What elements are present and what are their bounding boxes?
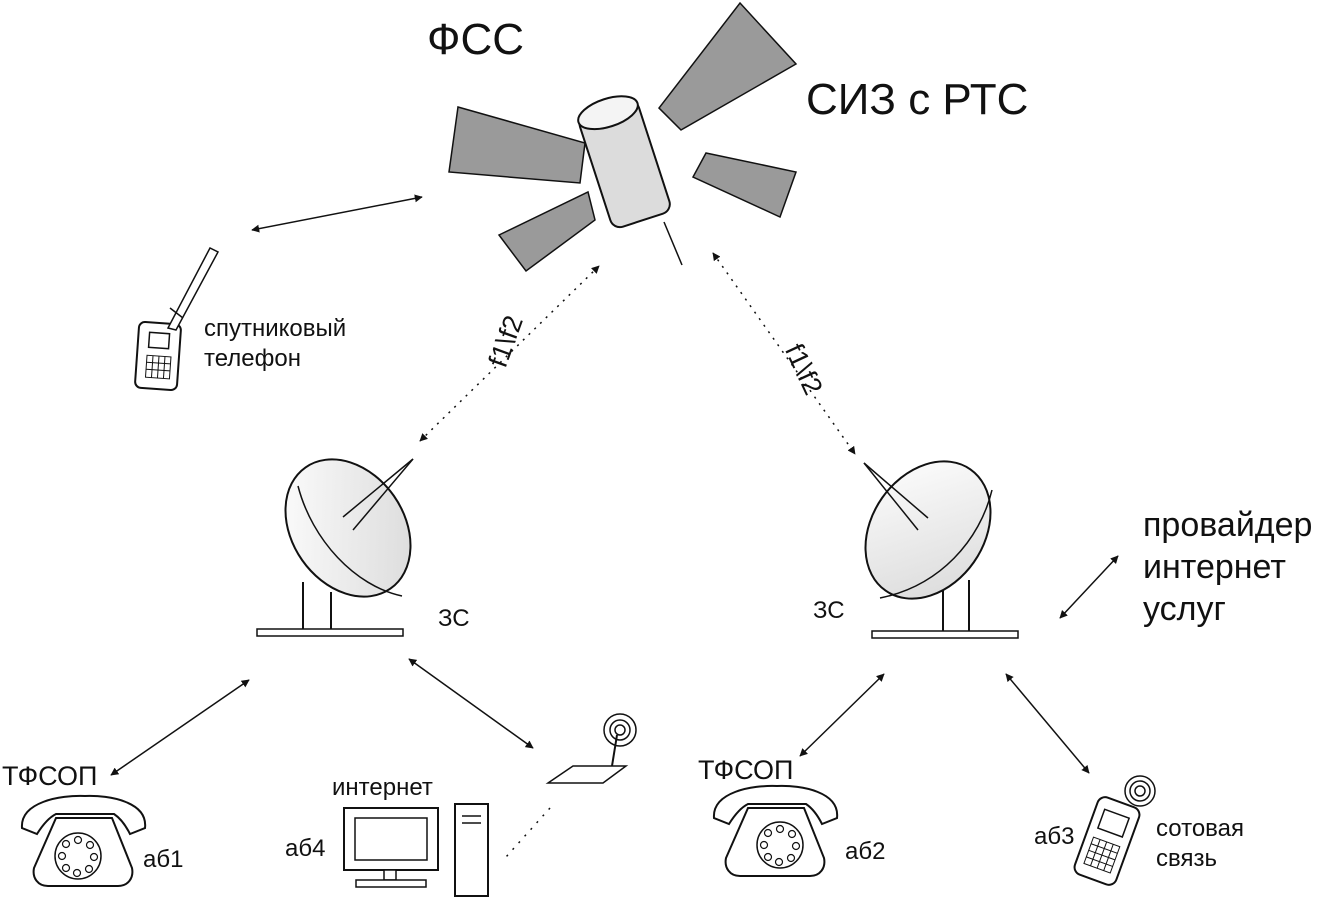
satellite-dish-icon: [863, 460, 1019, 639]
link-satphone-satellite: [251, 194, 423, 233]
solar-panel-left: [448, 106, 586, 184]
internet-label: интернет: [332, 774, 433, 801]
rotary-telephone-icon: [712, 784, 839, 877]
system-unit: [454, 803, 489, 897]
sat-phone-label: спутниковый телефон: [204, 315, 347, 372]
cellular-label: сотовая связь: [1156, 815, 1244, 872]
rotary-telephone-icon: [20, 794, 147, 887]
tfsop-left-label: ТФСОП: [2, 761, 98, 791]
tfsop-right-label: ТФСОП: [698, 755, 794, 785]
wireless-antenna-icon: [545, 713, 637, 784]
solar-panel-right: [691, 152, 797, 219]
dish-base-right: [871, 630, 1019, 639]
ab2-label: аб2: [845, 838, 886, 865]
radio-link-left: [419, 265, 600, 442]
satellite-dish-icon: [256, 458, 414, 637]
dish-base-left: [256, 628, 404, 637]
provider-label: провайдер интернет услуг: [1143, 506, 1313, 628]
link-provider-es: [1059, 555, 1119, 619]
fss-label: ФСС: [427, 15, 525, 64]
satellite-body: [577, 95, 671, 229]
monitor-screen: [354, 817, 428, 861]
mobile-phone-icon: [1073, 775, 1156, 886]
satellite-phone-icon: [134, 247, 220, 391]
ab4-label: аб4: [285, 835, 326, 862]
link-es-wireless: [408, 658, 534, 749]
siz-label: СИЗ с РТС: [806, 75, 1029, 124]
ab1-label: аб1: [143, 846, 184, 873]
satellite-antenna: [663, 221, 683, 266]
ab3-label: аб3: [1034, 823, 1075, 850]
radio-link-right: [712, 252, 856, 455]
solar-panel-bottom-left: [497, 190, 596, 273]
link-es-tfsop-left: [110, 679, 250, 776]
satellite-icon: [448, 1, 798, 273]
link-es-cellular: [1005, 673, 1090, 774]
solar-panel-top-right: [658, 1, 798, 131]
desktop-computer-icon: [343, 803, 489, 897]
es-right-label: ЗС: [813, 597, 845, 624]
wireless-dotted-link: [505, 807, 551, 858]
es-left-label: ЗС: [438, 605, 470, 632]
link-es-tfsop-right: [799, 673, 885, 757]
